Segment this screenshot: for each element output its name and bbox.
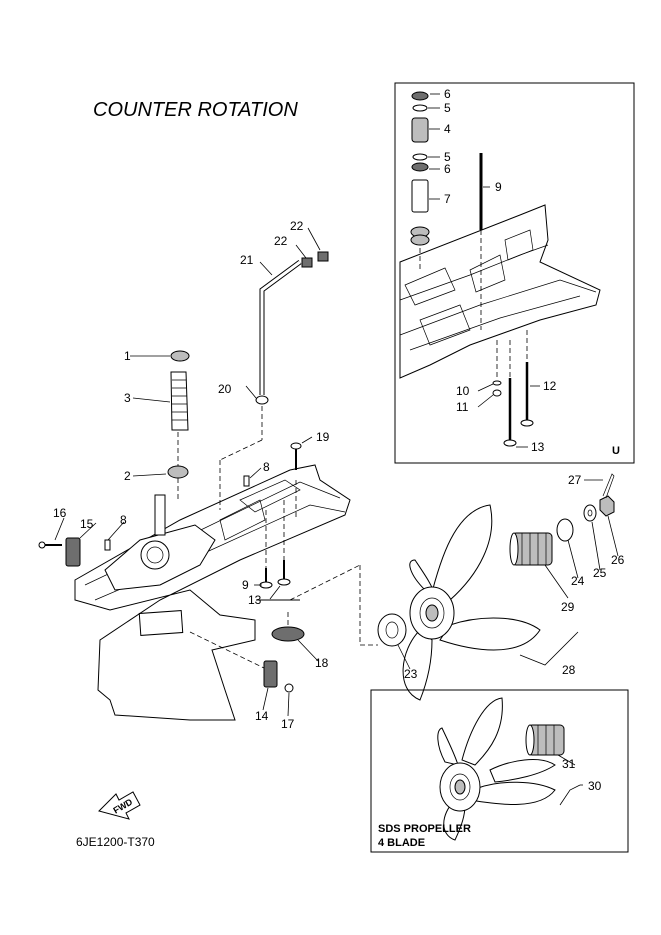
callout-10: 10	[456, 384, 470, 398]
part-3-water-tube	[170, 371, 189, 431]
callout-18: 18	[315, 656, 329, 670]
callout-28: 28	[562, 663, 576, 677]
part-1-seal	[170, 350, 190, 362]
callout-1: 1	[124, 349, 131, 363]
sds-label-line2: 4 BLADE	[378, 837, 425, 849]
propeller-main	[289, 473, 615, 701]
callout-8-lower: 8	[120, 513, 127, 527]
callout-22-right: 22	[290, 219, 304, 233]
callout-17: 17	[281, 717, 295, 731]
part-8-dowel-b	[104, 539, 111, 551]
callout-29: 29	[561, 600, 575, 614]
callout-11: 11	[456, 400, 469, 414]
fasteners-main	[38, 442, 302, 693]
callout-27: 27	[568, 473, 582, 487]
part-5-washer-lower	[412, 153, 428, 161]
part-16-screw	[38, 541, 46, 549]
part-22-clamp-a	[301, 257, 313, 268]
part-4-bushing	[411, 117, 429, 143]
part-17-bolt	[284, 683, 294, 693]
inset-box-upper: U	[394, 82, 635, 464]
leader-lines	[54, 93, 619, 786]
callout-22-left: 22	[274, 234, 288, 248]
fwd-arrow-icon: FWD	[98, 791, 141, 820]
diagram-title: COUNTER ROTATION	[93, 99, 298, 121]
callout-6-upper: 6	[444, 87, 451, 101]
callout-5-lower: 5	[444, 150, 451, 164]
callout-16: 16	[53, 506, 67, 520]
part-27-cotter-pin	[602, 473, 615, 499]
part-13-bolt-main	[277, 578, 291, 586]
callout-6-lower: 6	[444, 162, 451, 176]
part-19-bolt	[290, 442, 302, 450]
callout-30: 30	[588, 779, 602, 793]
part-20-grommet	[255, 395, 269, 405]
sds-label-line1: SDS PROPELLER	[378, 823, 471, 835]
callout-2: 2	[124, 469, 131, 483]
part-23-thrust-washer	[377, 613, 407, 647]
part-2-grommet	[167, 465, 189, 479]
callout-3: 3	[124, 391, 131, 405]
part-11-nut	[492, 389, 502, 397]
part-25-washer	[583, 504, 597, 522]
callout-21: 21	[240, 253, 254, 267]
water-tube-parts	[167, 251, 329, 510]
callout-9-main: 9	[242, 578, 249, 592]
callout-23: 23	[404, 667, 418, 681]
callout-31: 31	[562, 757, 576, 771]
callout-14: 14	[255, 709, 269, 723]
part-15-trim-tab-bracket	[65, 537, 81, 567]
part-7-sleeve	[411, 179, 429, 213]
callout-13-main: 13	[248, 593, 262, 607]
callout-4: 4	[444, 122, 451, 136]
part-24-spacer	[556, 518, 574, 542]
lower-unit-housing	[74, 464, 351, 721]
callout-7: 7	[444, 192, 451, 206]
callout-numbers: 1 2 3 4 5 5 6 6 7 8 8 9 9 10 11 12 13 13…	[53, 87, 625, 793]
part-13-bolt-head-inset	[503, 439, 517, 447]
part-22-clamp-b	[317, 251, 329, 262]
part-8-dowel-a	[243, 475, 250, 487]
callout-19: 19	[316, 430, 330, 444]
callout-12: 12	[543, 379, 557, 393]
part-10-washer	[492, 380, 502, 386]
diagram-code: 6JE1200-T370	[76, 835, 155, 849]
callout-9-inset: 9	[495, 180, 502, 194]
callout-26: 26	[611, 553, 625, 567]
part-12-bolt-head	[520, 419, 534, 427]
sds-propeller-box: SDS PROPELLER 4 BLADE	[370, 689, 629, 853]
callout-15: 15	[80, 517, 94, 531]
part-18-anode	[271, 626, 305, 642]
callout-13-inset: 13	[531, 440, 545, 454]
part-5-washer-upper	[412, 104, 428, 112]
inset-u-label: U	[612, 445, 620, 457]
part-6-seal-lower	[411, 162, 429, 172]
part-26-nut	[599, 495, 615, 517]
callout-8-upper: 8	[263, 460, 270, 474]
part-6-seal-upper	[411, 91, 429, 101]
callout-24: 24	[571, 574, 585, 588]
part-14-anode	[263, 660, 278, 688]
callout-5-upper: 5	[444, 101, 451, 115]
callout-25: 25	[593, 566, 607, 580]
callout-20: 20	[218, 382, 232, 396]
